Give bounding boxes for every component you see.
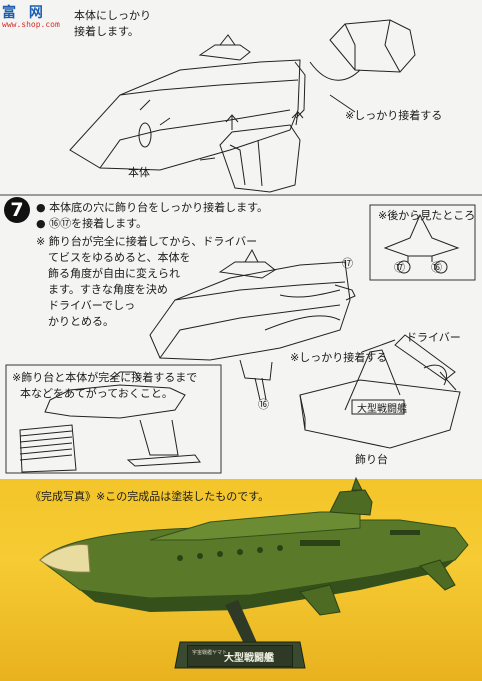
nameplate-small-text: 宇宙戦艦ヤマト (192, 650, 228, 656)
photo-caption: 《完成写真》※この完成品は塗装したものです。 (30, 490, 270, 503)
nameplate-big-text: 大型戦闘艦 (224, 653, 274, 664)
step7-text-line4: てビスをゆるめると、本体を (48, 251, 191, 264)
part16-label: ⑯ (258, 398, 269, 411)
step-number-badge: 7 (4, 197, 30, 223)
watermark-logo: 富 网 www.shop.com (2, 2, 72, 30)
step7-glue-label: ※しっかり接着する (290, 351, 388, 364)
step6-top-part-drawing (309, 19, 416, 81)
step7-text-line5: 飾る角度が自由に変えられ (48, 267, 180, 280)
step6-text-line1: 本体にしっかり (74, 9, 151, 22)
inset-ship-drawing (19, 371, 201, 473)
step7-text-line7: ドライバーでしっ (48, 299, 136, 312)
back-view-part17-label: ⑰ (394, 261, 405, 274)
inset-note-line2: 本などをあてがっておくこと。 (20, 387, 173, 400)
driver-label: ドライバー (406, 331, 461, 344)
stand-label: 飾り台 (355, 453, 388, 466)
step6-hull-drawing (69, 34, 306, 171)
step6-body-label: 本体 (128, 166, 150, 179)
part17-label: ⑰ (342, 257, 353, 270)
driver-drawing (394, 334, 457, 391)
step6-glue-label: ※しっかり接着する (345, 109, 443, 122)
back-view-part16-label: ⑯ (431, 261, 442, 274)
back-view-caption: ※後から見たところ (378, 209, 476, 222)
step6-bottom-part-drawing (199, 111, 304, 193)
back-view-drawing (383, 213, 460, 274)
step7-hull-drawing (149, 248, 356, 401)
model-nameplate: 宇宙戦艦ヤマト 大型戦闘艦 (187, 645, 293, 667)
step7-text-line1: ● 本体底の穴に飾り台をしっかり接着します。 (36, 201, 268, 214)
watermark-top-text: 富 网 (2, 5, 47, 21)
step7-text-line6: ます。すきな角度を決め (48, 283, 168, 296)
stand-plate-text: 大型戦闘艦 (357, 404, 407, 415)
stand-drawing (299, 339, 461, 449)
step6-text-line2: 接着します。 (74, 25, 139, 38)
watermark-bottom-text: www.shop.com (2, 20, 60, 29)
inset-note-line1: ※飾り台と本体が完全に接着するまで (12, 371, 198, 384)
step7-text-line2: ● ⑯⑰を接着します。 (36, 217, 147, 230)
step7-text-line3: ※ 飾り台が完全に接着してから、ドライバー (36, 235, 258, 248)
model-ship (39, 476, 469, 616)
step7-text-line8: かりとめる。 (48, 315, 114, 328)
